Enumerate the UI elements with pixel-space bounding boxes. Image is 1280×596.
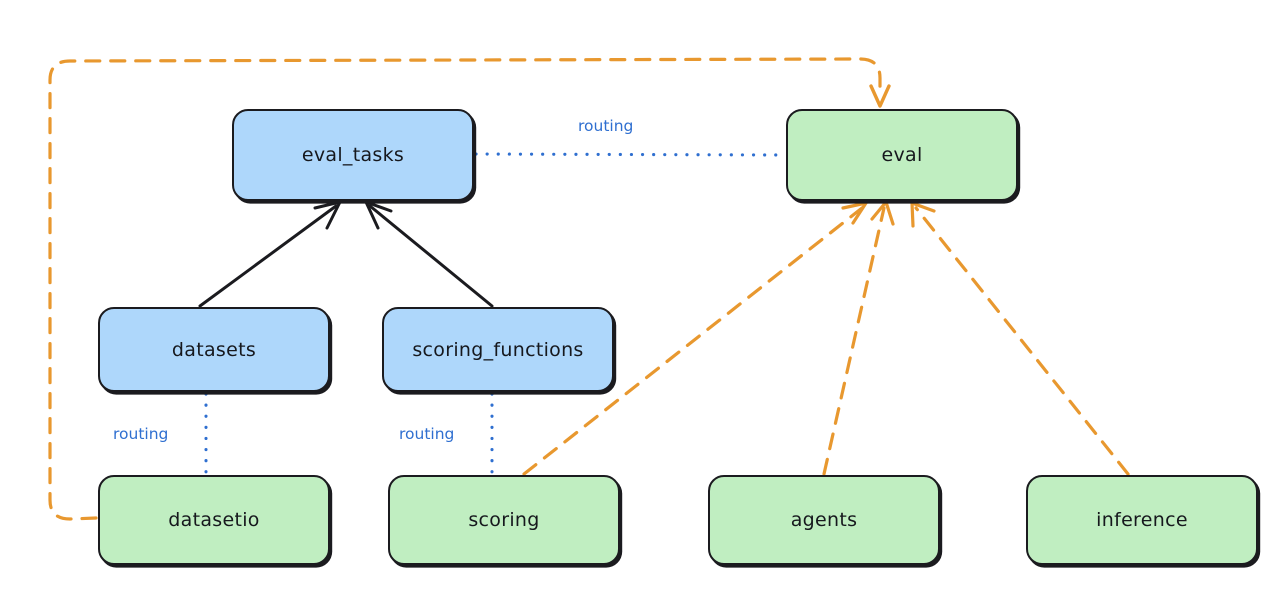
node-eval-tasks[interactable]: eval_tasks: [232, 109, 474, 201]
node-scoring[interactable]: scoring: [388, 475, 620, 565]
edge-label-scoring-routing: routing: [399, 425, 455, 443]
node-label-eval: eval: [881, 144, 923, 166]
edge-label-datasets-routing: routing: [113, 425, 169, 443]
edge-inference-eval: [910, 201, 1130, 476]
node-label-datasetio: datasetio: [168, 509, 260, 531]
node-agents[interactable]: agents: [708, 475, 940, 565]
node-inference[interactable]: inference: [1026, 475, 1258, 565]
node-label-agents: agents: [790, 509, 858, 531]
node-label-scoring-functions: scoring_functions: [412, 338, 584, 361]
edge-eval_tasks-eval: [474, 152, 786, 157]
node-eval[interactable]: eval: [786, 109, 1018, 201]
node-label-scoring: scoring: [468, 509, 540, 531]
edge-scoring_functions-eval_tasks: [364, 200, 494, 308]
node-datasets[interactable]: datasets: [98, 307, 330, 392]
node-datasetio[interactable]: datasetio: [98, 475, 330, 565]
edge-agents-eval: [822, 200, 895, 476]
node-label-datasets: datasets: [171, 338, 257, 361]
node-scoring-functions[interactable]: scoring_functions: [382, 307, 614, 392]
edge-scoring-eval: [522, 201, 868, 476]
node-label-inference: inference: [1096, 509, 1188, 531]
node-label-eval-tasks: eval_tasks: [301, 144, 405, 166]
edge-datasetio-eval: [48, 57, 891, 521]
edge-label-eval-routing: routing: [578, 117, 634, 135]
edge-datasets-eval_tasks: [198, 200, 342, 308]
